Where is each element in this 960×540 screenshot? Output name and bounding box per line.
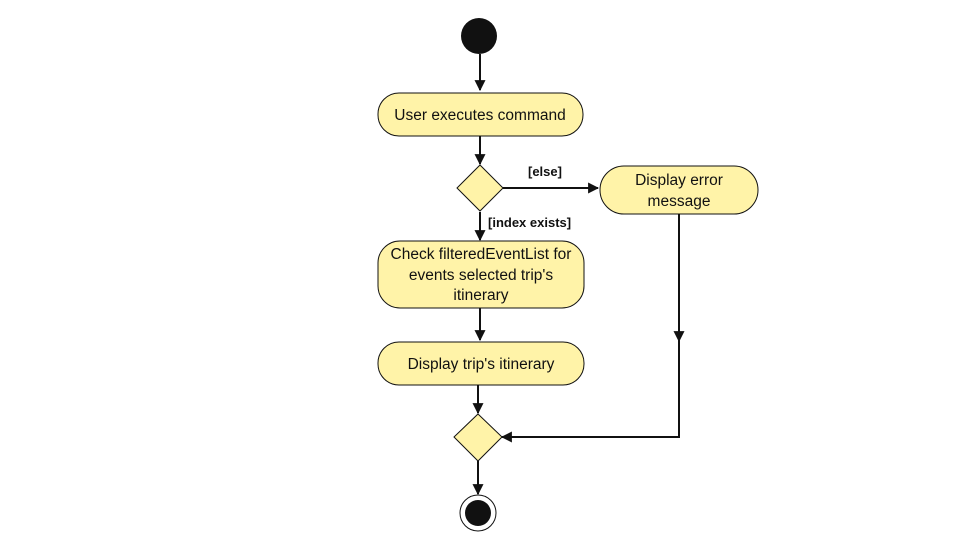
action-label-line-3: itinerary bbox=[453, 287, 508, 304]
action-user-executes-command: User executes command bbox=[377, 92, 584, 137]
final-node bbox=[459, 494, 497, 532]
action-label-line-2: events selected trip's bbox=[409, 267, 554, 284]
action-label: User executes command bbox=[394, 107, 565, 124]
initial-node bbox=[461, 18, 497, 54]
action-label-line-1: Display error bbox=[635, 172, 723, 189]
action-check-filtered-event-list: Check filteredEventList for events selec… bbox=[377, 240, 585, 309]
guard-index-exists-label: [index exists] bbox=[488, 215, 571, 230]
action-display-trips-itinerary: Display trip's itinerary bbox=[377, 341, 585, 386]
guard-else-label: [else] bbox=[528, 164, 562, 179]
action-label-line-1: Check filteredEventList for bbox=[391, 246, 572, 263]
action-label-line-2: message bbox=[648, 193, 711, 210]
action-label: Display trip's itinerary bbox=[408, 356, 555, 373]
action-display-error-message: Display error message bbox=[599, 165, 759, 215]
decision-node bbox=[456, 164, 504, 212]
edges bbox=[472, 54, 685, 496]
merge-node bbox=[453, 413, 503, 462]
